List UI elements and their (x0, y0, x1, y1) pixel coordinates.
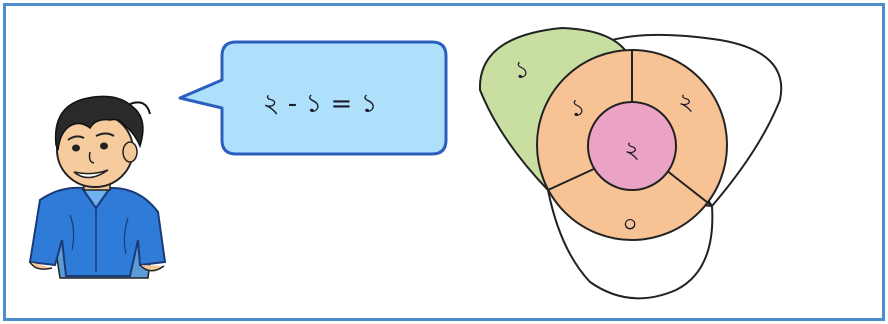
label-green-only: ১ (514, 56, 530, 84)
speech-bubble-text: ২ - ১ = ১ (263, 89, 378, 119)
label-center: ২ (624, 136, 640, 164)
speech-bubble: ২ - ১ = ১ (178, 40, 448, 156)
venn-center (587, 101, 677, 191)
boy-icon (28, 95, 167, 279)
venn-diagram: ১ ১ ২ ২ ০ (478, 26, 783, 300)
label-outer-left: ১ (570, 94, 586, 122)
label-outer-bottom: ০ (622, 210, 638, 238)
ring-divider-right (665, 169, 713, 207)
ring-divider-left (547, 167, 597, 191)
label-outer-right: ২ (678, 88, 694, 116)
